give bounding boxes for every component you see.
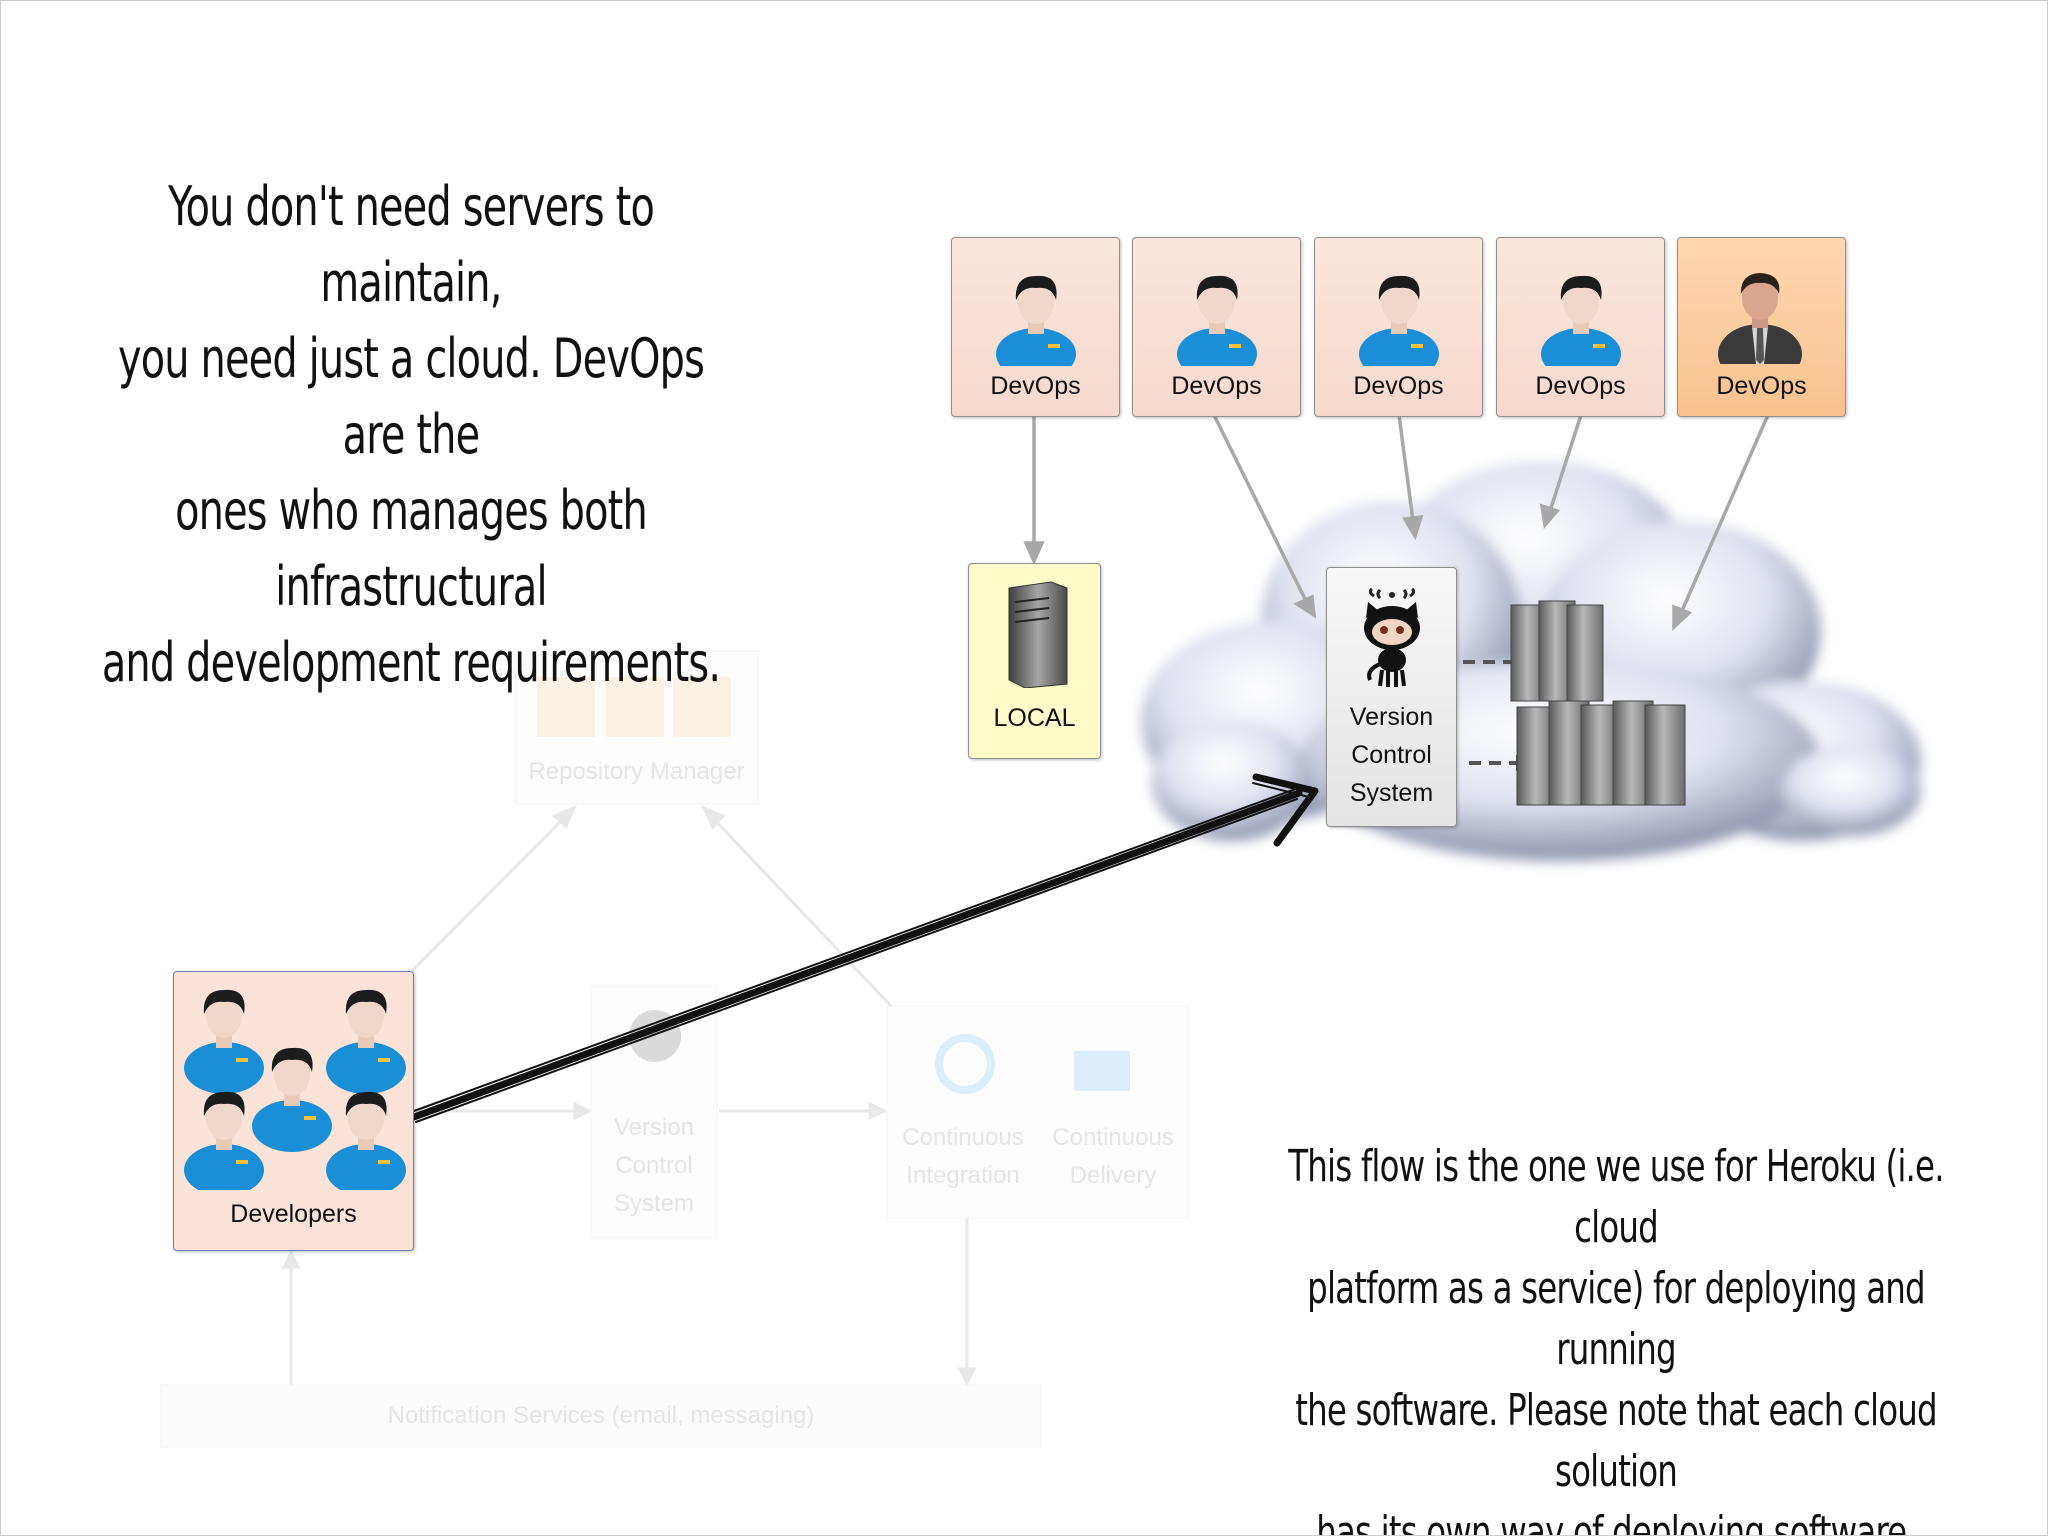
- faded-vcs-line2: Control: [615, 1152, 693, 1179]
- vcs-line1: Version: [1349, 703, 1434, 731]
- developer-person-icon: [1177, 275, 1257, 366]
- octocat-icon: [1364, 588, 1420, 687]
- developer-group-icon: [184, 989, 406, 1190]
- arrow-devops3-vcs: [1397, 414, 1415, 522]
- arrow-devops2-vcs: [1212, 414, 1308, 602]
- local-server-card: LOCAL: [968, 563, 1101, 759]
- faded-notification-label: Notification Services (email, messaging): [387, 1402, 815, 1429]
- developer-person-icon: [1541, 275, 1621, 366]
- devops-card-1: DevOps: [951, 237, 1120, 417]
- arrow-devops5-vcs: [1679, 414, 1770, 614]
- faded-cd-label: Continuous Delivery: [1037, 1119, 1189, 1195]
- devops-card-4: DevOps: [1496, 237, 1665, 417]
- developers-card: Developers: [173, 971, 414, 1251]
- server-rack-icon: [1510, 600, 1604, 702]
- caption-line2: platform as a service) for deploying and…: [1307, 1263, 1926, 1375]
- developers-label: Developers: [230, 1200, 357, 1228]
- faded-ci-label: Continuous Integration: [887, 1119, 1039, 1195]
- vcs-line2: Control: [1351, 741, 1432, 769]
- intro-line4: and development requirements.: [101, 631, 721, 694]
- server-rack-icon: [1516, 700, 1686, 806]
- devops-card-label: DevOps: [1171, 372, 1262, 400]
- intro-line3: ones who manages both infrastructural: [175, 479, 648, 618]
- vcs-line3: System: [1349, 779, 1434, 807]
- vcs-label: Version Control System: [1327, 698, 1456, 812]
- arrow-developers-vcs: [410, 773, 1319, 1123]
- devops-card-5: DevOps: [1677, 237, 1846, 417]
- faded-vcs-label: Version Control System: [591, 1109, 717, 1223]
- version-control-card: Version Control System: [1326, 567, 1457, 827]
- caption-line1: This flow is the one we use for Heroku (…: [1288, 1141, 1944, 1253]
- faded-vcs-line3: System: [613, 1190, 694, 1217]
- caption-line4: has its own way of deploying software.: [1316, 1507, 1916, 1536]
- server-tower-icon: [1008, 581, 1068, 688]
- devops-card-2: DevOps: [1132, 237, 1301, 417]
- manager-person-icon: [1718, 273, 1802, 364]
- faded-repository-manager-label: Repository Manager: [528, 758, 745, 785]
- faded-ci-line1: Continuous: [902, 1124, 1024, 1151]
- devops-card-label: DevOps: [1716, 372, 1807, 400]
- faded-vcs-line1: Version: [613, 1114, 695, 1141]
- developer-person-icon: [1359, 275, 1439, 366]
- devops-card-label: DevOps: [1353, 372, 1444, 400]
- faded-ci-line2: Integration: [906, 1162, 1020, 1189]
- intro-text: You don't need servers to maintain, you …: [83, 169, 739, 701]
- developer-person-icon: [996, 275, 1076, 366]
- faded-cd-line2: Delivery: [1069, 1162, 1157, 1189]
- faded-cd-line1: Continuous: [1052, 1124, 1174, 1151]
- intro-line1: You don't need servers to maintain,: [167, 175, 655, 314]
- intro-line2: you need just a cloud. DevOps are the: [117, 327, 705, 466]
- arrow-devops4-vcs: [1548, 414, 1583, 512]
- devops-card-label: DevOps: [1535, 372, 1626, 400]
- caption-line3: the software. Please note that each clou…: [1295, 1385, 1937, 1497]
- devops-card-3: DevOps: [1314, 237, 1483, 417]
- devops-card-label: DevOps: [990, 372, 1081, 400]
- local-label: LOCAL: [993, 704, 1076, 732]
- caption-text: This flow is the one we use for Heroku (…: [1259, 1136, 1972, 1536]
